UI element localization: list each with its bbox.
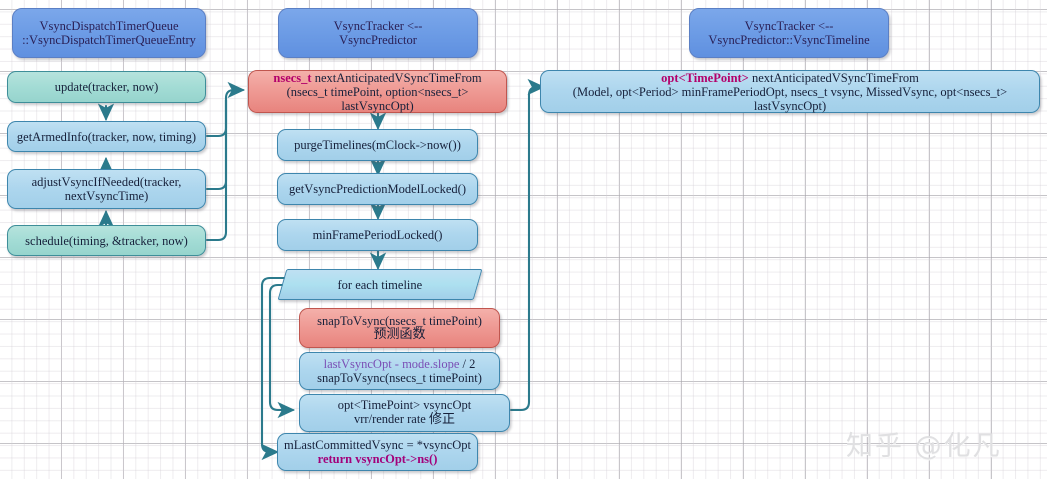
node-purge-timelines[interactable]: purgeTimelines(mClock->now()) xyxy=(277,129,478,161)
lane-header-vsynctracker-vsynctimeline[interactable]: VsyncTracker <-- VsyncPredictor::VsyncTi… xyxy=(689,8,889,58)
node-min-frame-period-locked[interactable]: minFramePeriodLocked() xyxy=(277,219,478,251)
node-schedule-label: schedule(timing, &tracker, now) xyxy=(25,233,188,248)
node-last-committed-line1: mLastCommittedVsync = *vsyncOpt xyxy=(284,438,471,452)
node-purge-timelines-label: purgeTimelines(mClock->now()) xyxy=(294,138,461,152)
expr-lastvsyncopt-slope: lastVsyncOpt - mode.slope xyxy=(323,357,460,371)
keyword-nsecs-t: nsecs_t xyxy=(273,70,312,85)
node-next-anticipated-vsync-time-from[interactable]: nsecs_t nextAnticipatedVSyncTimeFrom (ns… xyxy=(248,70,507,113)
node-for-each-timeline[interactable]: for each timeline xyxy=(277,269,483,300)
node-vsync-opt-line1: opt<TimePoint> vsyncOpt xyxy=(337,398,472,413)
node-get-vsync-prediction-model-locked[interactable]: getVsyncPredictionModelLocked() xyxy=(277,173,478,205)
lane-header-line1: VsyncTracker <-- xyxy=(744,19,834,33)
node-update-label: update(tracker, now) xyxy=(54,80,159,94)
node-timeline-entry-name: nextAnticipatedVSyncTimeFrom xyxy=(748,70,919,85)
node-vsync-opt-line2: vrr/render rate 修正 xyxy=(306,412,503,428)
node-last-committed-return: return vsyncOpt->ns() xyxy=(317,452,438,466)
node-vsync-opt-line2-cjk: 修正 xyxy=(428,412,455,428)
lane-header-vsynctracker-vsyncpredictor[interactable]: VsyncTracker <-- VsyncPredictor xyxy=(278,8,478,58)
node-get-armed-info[interactable]: getArmedInfo(tracker, now, timing) xyxy=(7,121,206,152)
node-snap-to-vsync[interactable]: snapToVsync(nsecs_t timePoint) 预测函数 xyxy=(299,308,500,348)
node-slope-calc-line1: lastVsyncOpt - mode.slope / 2 xyxy=(306,357,493,371)
lane-header-line1: VsyncTracker <-- xyxy=(333,19,423,33)
node-timeline-next-anticipated-vsync-time-from[interactable]: opt<TimePoint> nextAnticipatedVSyncTimeF… xyxy=(540,70,1040,113)
expr-div2: / 2 xyxy=(459,357,476,371)
node-update[interactable]: update(tracker, now) xyxy=(7,71,206,103)
watermark: 知乎 @化凡 xyxy=(846,431,1002,462)
node-get-model-label: getVsyncPredictionModelLocked() xyxy=(288,182,467,196)
node-timeline-entry-line2: (Model, opt<Period> minFramePeriodOpt, n… xyxy=(572,84,1008,113)
node-min-frame-period-label: minFramePeriodLocked() xyxy=(312,228,443,242)
node-snap-to-vsync-line2: 预测函数 xyxy=(373,326,426,342)
node-schedule[interactable]: schedule(timing, &tracker, now) xyxy=(7,225,206,256)
node-adjust-line1: adjustVsyncIfNeeded(tracker, xyxy=(31,175,182,189)
keyword-opt-timepoint: opt<TimePoint> xyxy=(661,70,749,85)
node-next-anticipated-name: nextAnticipatedVSyncTimeFrom xyxy=(311,70,482,85)
node-for-each-timeline-label: for each timeline xyxy=(337,277,423,292)
node-slope-calc-line2: snapToVsync(nsecs_t timePoint) xyxy=(317,371,482,385)
node-last-committed-vsync[interactable]: mLastCommittedVsync = *vsyncOpt return v… xyxy=(277,433,478,471)
node-adjust-vsync-if-needed[interactable]: adjustVsyncIfNeeded(tracker, nextVsyncTi… xyxy=(7,169,206,209)
lane-header-line2: ::VsyncDispatchTimerQueueEntry xyxy=(22,33,196,47)
lane-header-line2: VsyncPredictor xyxy=(339,33,417,47)
lane-header-line2: VsyncPredictor::VsyncTimeline xyxy=(708,33,870,47)
node-slope-calc[interactable]: lastVsyncOpt - mode.slope / 2 snapToVsyn… xyxy=(299,352,500,390)
node-vsync-opt-line2-pre: vrr/render rate xyxy=(354,412,429,427)
node-vsync-opt[interactable]: opt<TimePoint> vsyncOpt vrr/render rate … xyxy=(299,394,510,432)
node-next-anticipated-line1: nsecs_t nextAnticipatedVSyncTimeFrom xyxy=(255,71,500,85)
node-adjust-line2: nextVsyncTime) xyxy=(64,189,149,203)
lane-header-vsyncdispatchtimerqueue[interactable]: VsyncDispatchTimerQueue ::VsyncDispatchT… xyxy=(12,8,206,58)
lane-header-line1: VsyncDispatchTimerQueue xyxy=(39,19,179,33)
node-get-armed-info-label: getArmedInfo(tracker, now, timing) xyxy=(16,129,197,144)
node-snap-to-vsync-line1: snapToVsync(nsecs_t timePoint) xyxy=(317,313,482,328)
node-timeline-entry-line1: opt<TimePoint> nextAnticipatedVSyncTimeF… xyxy=(547,71,1033,85)
node-next-anticipated-line2: (nsecs_t timePoint, option<nsecs_t> last… xyxy=(286,84,469,113)
